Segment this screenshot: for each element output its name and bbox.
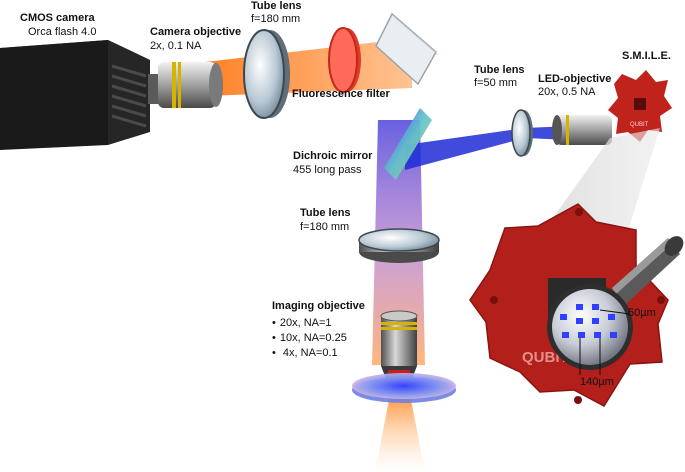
spacing-small-label: 50µm: [628, 307, 656, 319]
smile-board-small: QUBIT: [608, 70, 672, 142]
tube-lens-vertical: [358, 228, 440, 263]
tube-lens-3-spec: f=180 mm: [300, 221, 350, 233]
imaging-objective-option: 20x, NA=1: [272, 316, 347, 331]
fold-mirror: [375, 12, 439, 86]
dichroic-mirror-title: Dichroic mirror: [293, 150, 373, 162]
smile-label: S.M.I.L.E.: [622, 50, 671, 62]
led-objective: [552, 115, 612, 145]
sample-stage: [352, 373, 456, 403]
imaging-objective-title: Imaging objective: [272, 300, 365, 312]
cmos-camera-model: Orca flash 4.0: [28, 26, 97, 38]
camera-objective: [158, 62, 223, 108]
tube-lens-2-title: Tube lens: [474, 64, 525, 76]
dichroic-mirror: [384, 108, 432, 180]
dimension-lines: [579, 309, 631, 375]
small-logo-text: QUBIT: [630, 122, 649, 128]
cmos-camera: [0, 40, 160, 150]
camera-objective-title: Camera objective: [150, 26, 242, 38]
imaging-objective-option: 10x, NA=0.25: [272, 331, 347, 346]
tube-lens-horizontal: [243, 29, 290, 119]
led-objective-spec: 20x, 0.5 NA: [538, 86, 596, 98]
tube-lens-1-title: Tube lens: [251, 0, 302, 12]
tube-lens-2-spec: f=50 mm: [474, 77, 518, 89]
magnifier: [547, 236, 684, 370]
tube-lens-small: [511, 109, 533, 157]
tube-lens-1-spec: f=180 mm: [251, 13, 301, 25]
spacing-large-label: 140µm: [580, 376, 614, 388]
led-array: [560, 304, 617, 338]
tube-lens-3-title: Tube lens: [300, 207, 351, 219]
led-objective-title: LED-objective: [538, 73, 612, 85]
imaging-objective-options: 20x, NA=1 10x, NA=0.25 4x, NA=0.1: [272, 316, 347, 361]
fluorescence-filter: [328, 27, 361, 93]
cmos-camera-title: CMOS camera: [20, 12, 95, 24]
camera-objective-spec: 2x, 0.1 NA: [150, 40, 202, 52]
dichroic-mirror-spec: 455 long pass: [293, 164, 362, 176]
excitation-beam-led: [405, 126, 570, 170]
bottom-emission-glow: [375, 395, 425, 472]
fluorescence-filter-label: Fluorescence filter: [292, 88, 390, 100]
imaging-objective-option: 4x, NA=0.1: [272, 346, 347, 361]
